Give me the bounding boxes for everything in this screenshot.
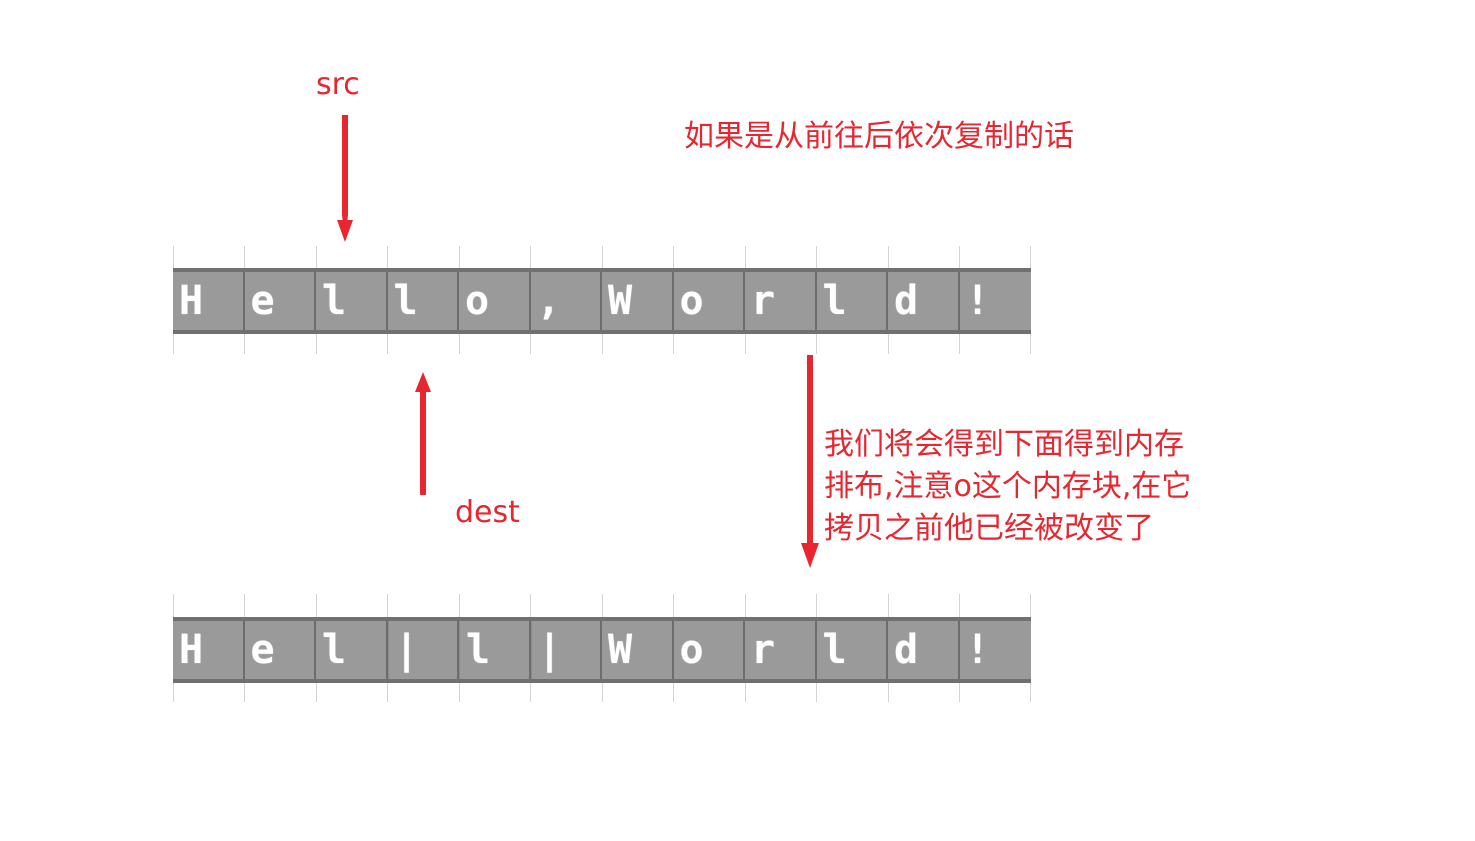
cell: e xyxy=(245,272,316,330)
cell: o xyxy=(674,621,745,679)
right-note: 我们将会得到下面得到内存 排布,注意o这个内存块,在它 拷贝之前他已经被改变了 xyxy=(824,424,1191,550)
cell: H xyxy=(173,272,245,330)
src-arrow xyxy=(337,115,353,242)
cell: l xyxy=(388,272,459,330)
right-note-line-3: 拷贝之前他已经被改变了 xyxy=(824,511,1154,546)
cell: d xyxy=(888,272,960,330)
cell: H xyxy=(173,621,245,679)
cell: , xyxy=(531,272,602,330)
cell: l xyxy=(459,621,531,679)
cell: l xyxy=(817,621,888,679)
cell: W xyxy=(602,621,674,679)
top-note: 如果是从前往后依次复制的话 xyxy=(684,119,1074,154)
cell: W xyxy=(602,272,674,330)
memory-arrow xyxy=(801,355,819,568)
cell: l xyxy=(817,272,888,330)
right-note-line-1: 我们将会得到下面得到内存 xyxy=(824,427,1184,462)
cell: | xyxy=(387,621,459,679)
cell: | xyxy=(530,621,602,679)
right-note-line-2: 排布,注意o这个内存块,在它 xyxy=(824,469,1192,504)
cell: r xyxy=(745,272,817,330)
cell: e xyxy=(245,621,316,679)
cell: o xyxy=(674,272,745,330)
cell: d xyxy=(888,621,960,679)
cell: l xyxy=(316,621,388,679)
cell: r xyxy=(745,621,817,679)
cell: l xyxy=(316,272,388,330)
memory-row-before: H e l l o , W o r l d ! xyxy=(173,268,1031,334)
cell: ! xyxy=(965,278,990,324)
dest-label: dest xyxy=(455,495,520,530)
src-label: src xyxy=(316,67,360,102)
dest-arrow xyxy=(415,372,431,495)
cell: ! xyxy=(965,627,990,673)
cell: o xyxy=(459,272,531,330)
memory-row-after: H e l | l | W o r l d ! xyxy=(173,617,1031,683)
